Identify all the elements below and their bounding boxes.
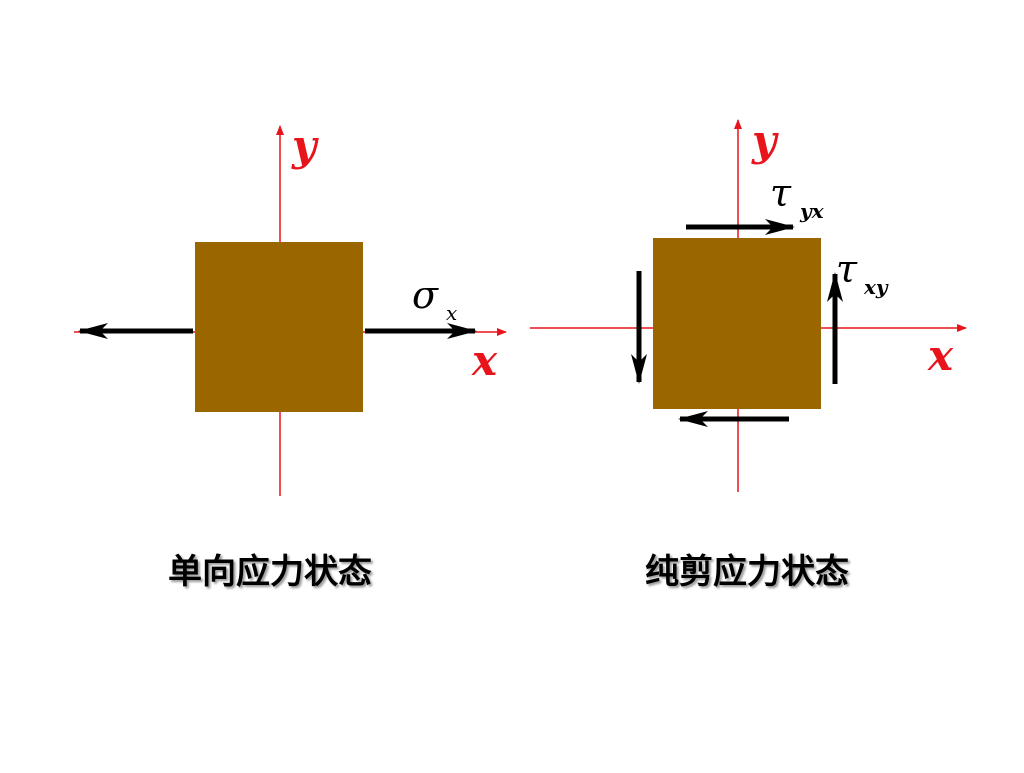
uniaxial-element (195, 242, 363, 412)
pure-shear-diagram: y x τ yx τ xy (530, 116, 967, 492)
tau-yx-symbol: τ (770, 171, 792, 215)
tau-xy-subscript: xy (863, 275, 889, 299)
tau-xy-symbol: τ (836, 247, 858, 291)
shear-y-label: y (751, 116, 779, 165)
tau-yx-subscript: yx (799, 199, 825, 223)
pure-shear-caption: 纯剪应力状态 (645, 552, 849, 592)
shear-x-label: x (927, 331, 954, 380)
shear-element (653, 238, 821, 409)
uniaxial-diagram: y x σ x (74, 121, 507, 496)
sigma-subscript: x (446, 301, 457, 325)
uniaxial-caption: 单向应力状态 (168, 552, 372, 592)
sigma-symbol: σ (412, 273, 439, 317)
uniaxial-y-label: y (291, 121, 319, 170)
uniaxial-x-label: x (471, 336, 498, 385)
